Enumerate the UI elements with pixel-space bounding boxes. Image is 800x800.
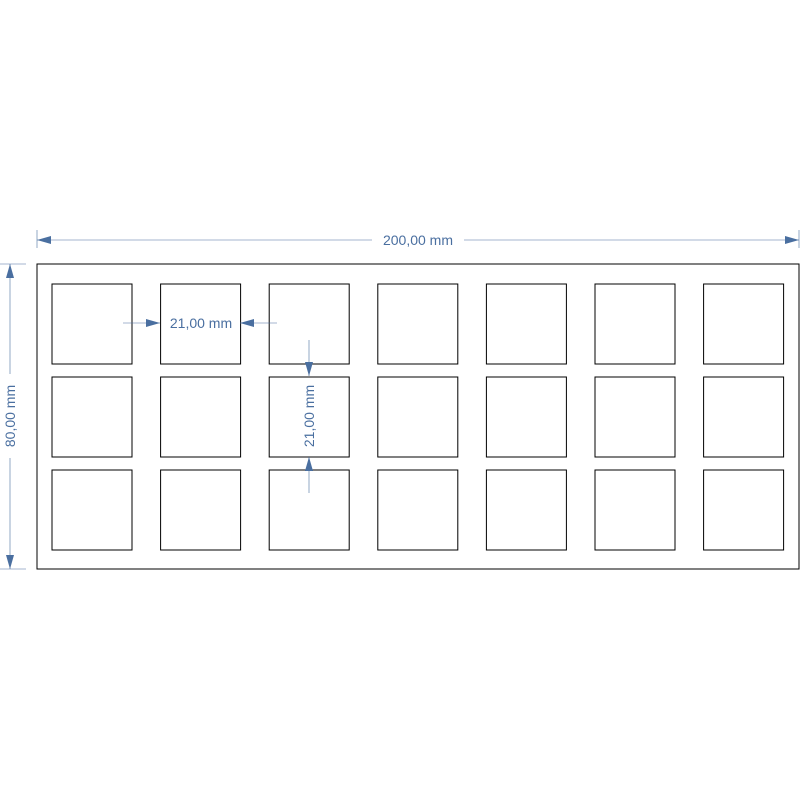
dimension-overall-height: 80,00 mm — [0, 263, 26, 570]
arrowhead-right-icon — [785, 236, 799, 244]
dimension-overall-width: 200,00 mm — [36, 230, 800, 248]
plate-outline — [36, 263, 800, 570]
square-cutout — [594, 469, 676, 551]
square-width-label: 21,00 mm — [170, 315, 232, 331]
square-cutout — [703, 469, 785, 551]
overall-width-label: 200,00 mm — [383, 232, 453, 248]
square-cutout — [51, 283, 133, 365]
square-cutout — [703, 283, 785, 365]
overall-height-label: 80,00 mm — [2, 385, 18, 447]
arrowhead-left-icon — [240, 319, 254, 327]
square-cutout — [485, 376, 567, 458]
cutout-grid — [51, 283, 785, 551]
square-cutout — [160, 469, 242, 551]
arrowhead-left-icon — [37, 236, 51, 244]
square-cutout — [160, 376, 242, 458]
arrowhead-down-icon — [305, 362, 313, 376]
dimension-square-height: 21,00 mm — [301, 340, 317, 493]
square-cutout — [377, 376, 459, 458]
square-cutout — [377, 283, 459, 365]
square-cutout — [377, 469, 459, 551]
square-cutout — [703, 376, 785, 458]
square-cutout — [594, 283, 676, 365]
square-cutout — [594, 376, 676, 458]
dimension-square-width: 21,00 mm — [123, 315, 277, 331]
square-height-label: 21,00 mm — [301, 385, 317, 447]
square-cutout — [485, 469, 567, 551]
arrowhead-right-icon — [146, 319, 160, 327]
arrowhead-up-icon — [6, 264, 14, 278]
square-cutout — [485, 283, 567, 365]
square-cutout — [51, 469, 133, 551]
square-cutout — [51, 376, 133, 458]
arrowhead-down-icon — [6, 555, 14, 569]
arrowhead-up-icon — [305, 457, 313, 471]
square-cutout — [160, 283, 242, 365]
